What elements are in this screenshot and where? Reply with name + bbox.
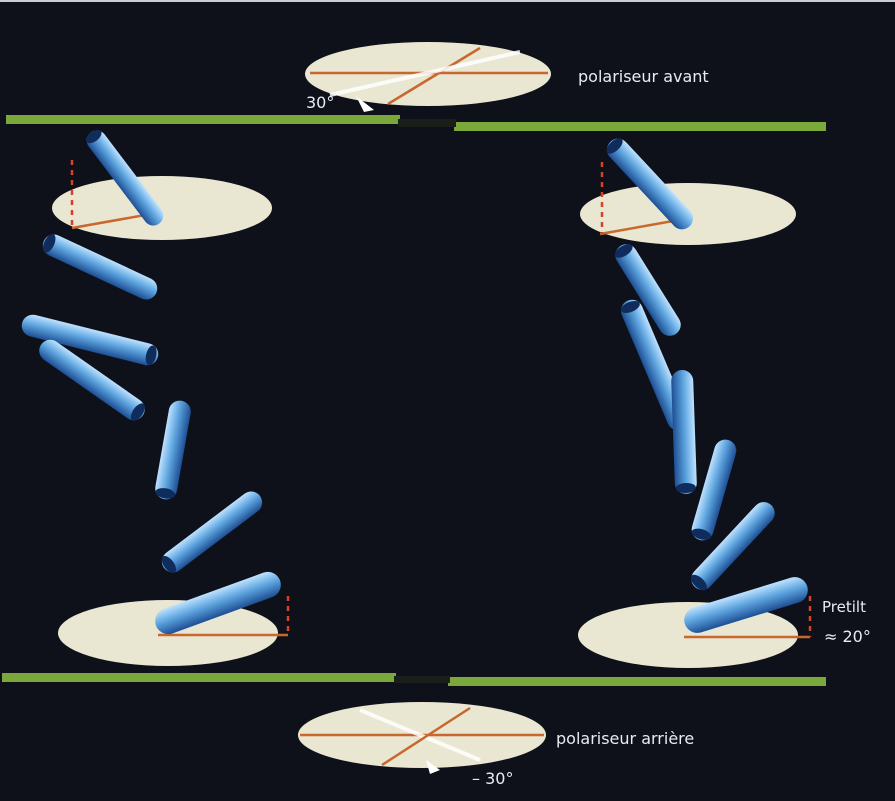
lc-molecule [671,370,697,495]
front-angle-label: 30° [306,93,334,112]
rear-polarizer-label: polariseur arrière [556,729,694,748]
front-polarizer-label: polariseur avant [578,67,709,86]
pretilt-title: Pretilt [822,598,866,616]
pretilt-value: ≈ 20° [824,627,871,646]
rear-angle-label: – 30° [472,769,513,788]
